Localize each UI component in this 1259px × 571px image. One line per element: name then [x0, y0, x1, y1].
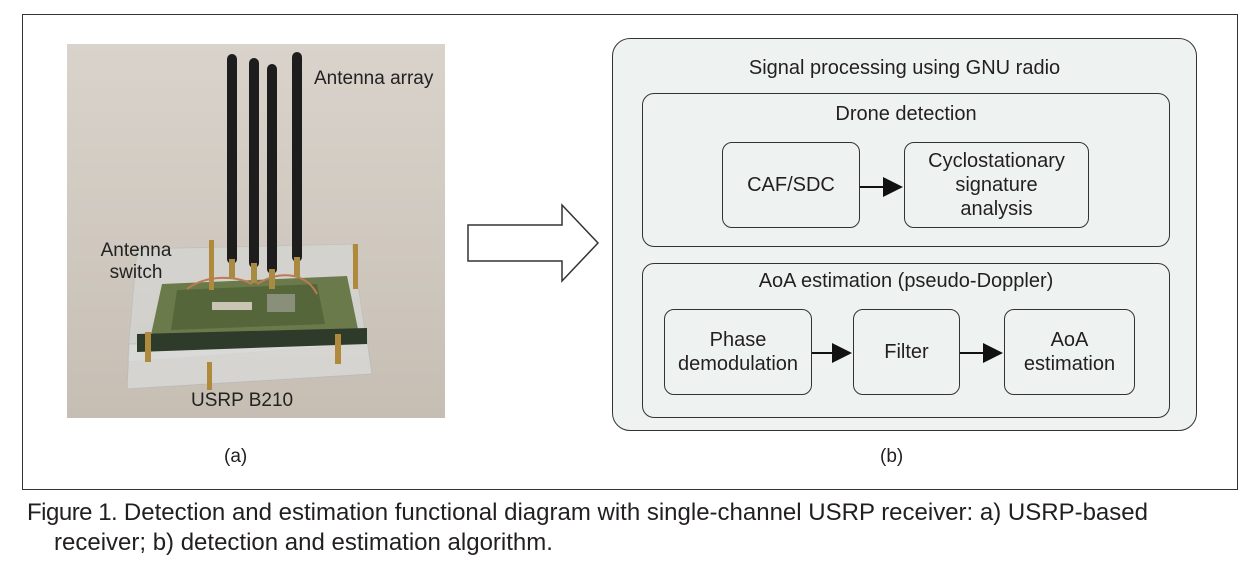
figure-caption-text-1: Detection and estimation functional diag…: [123, 499, 1148, 526]
panel-a-caption: (a): [224, 446, 248, 467]
panel-b-caption: (b): [880, 446, 904, 467]
figure-caption-text-2: receiver; b) detection and estimation al…: [54, 529, 553, 556]
big-right-arrow-icon: [467, 203, 600, 283]
usrp-label: USRP B210: [191, 390, 294, 411]
aoa-estimation-block: AoA estimation: [1004, 309, 1135, 395]
cyclostationary-analysis-label: Cyclostationary signature analysis: [928, 150, 1065, 220]
figure-label: Figure 1.: [27, 499, 118, 526]
phase-demodulation-block: Phase demodulation: [664, 309, 812, 395]
aoa-estimation-title: AoA estimation (pseudo-Doppler): [758, 270, 1054, 292]
caf-sdc-block: CAF/SDC: [722, 142, 860, 228]
figure-frame: [22, 14, 1238, 490]
antenna-switch-label: Antenna switch: [100, 240, 172, 283]
figure-caption-line1: Figure 1. Detection and estimation funct…: [27, 498, 1242, 528]
usrp-receiver-photo: Antenna array Antenna switch USRP B210: [67, 44, 445, 418]
aoa-estimation-label: AoA estimation: [1023, 329, 1116, 375]
antenna-array-label: Antenna array: [314, 68, 434, 89]
gnu-radio-title: Signal processing using GNU radio: [748, 57, 1061, 79]
drone-detection-title: Drone detection: [835, 103, 977, 125]
phase-demodulation-label: Phase demodulation: [677, 329, 799, 375]
filter-block: Filter: [853, 309, 960, 395]
figure-caption: Figure 1. Detection and estimation funct…: [27, 498, 1242, 558]
cyclostationary-analysis-block: Cyclostationary signature analysis: [904, 142, 1089, 228]
